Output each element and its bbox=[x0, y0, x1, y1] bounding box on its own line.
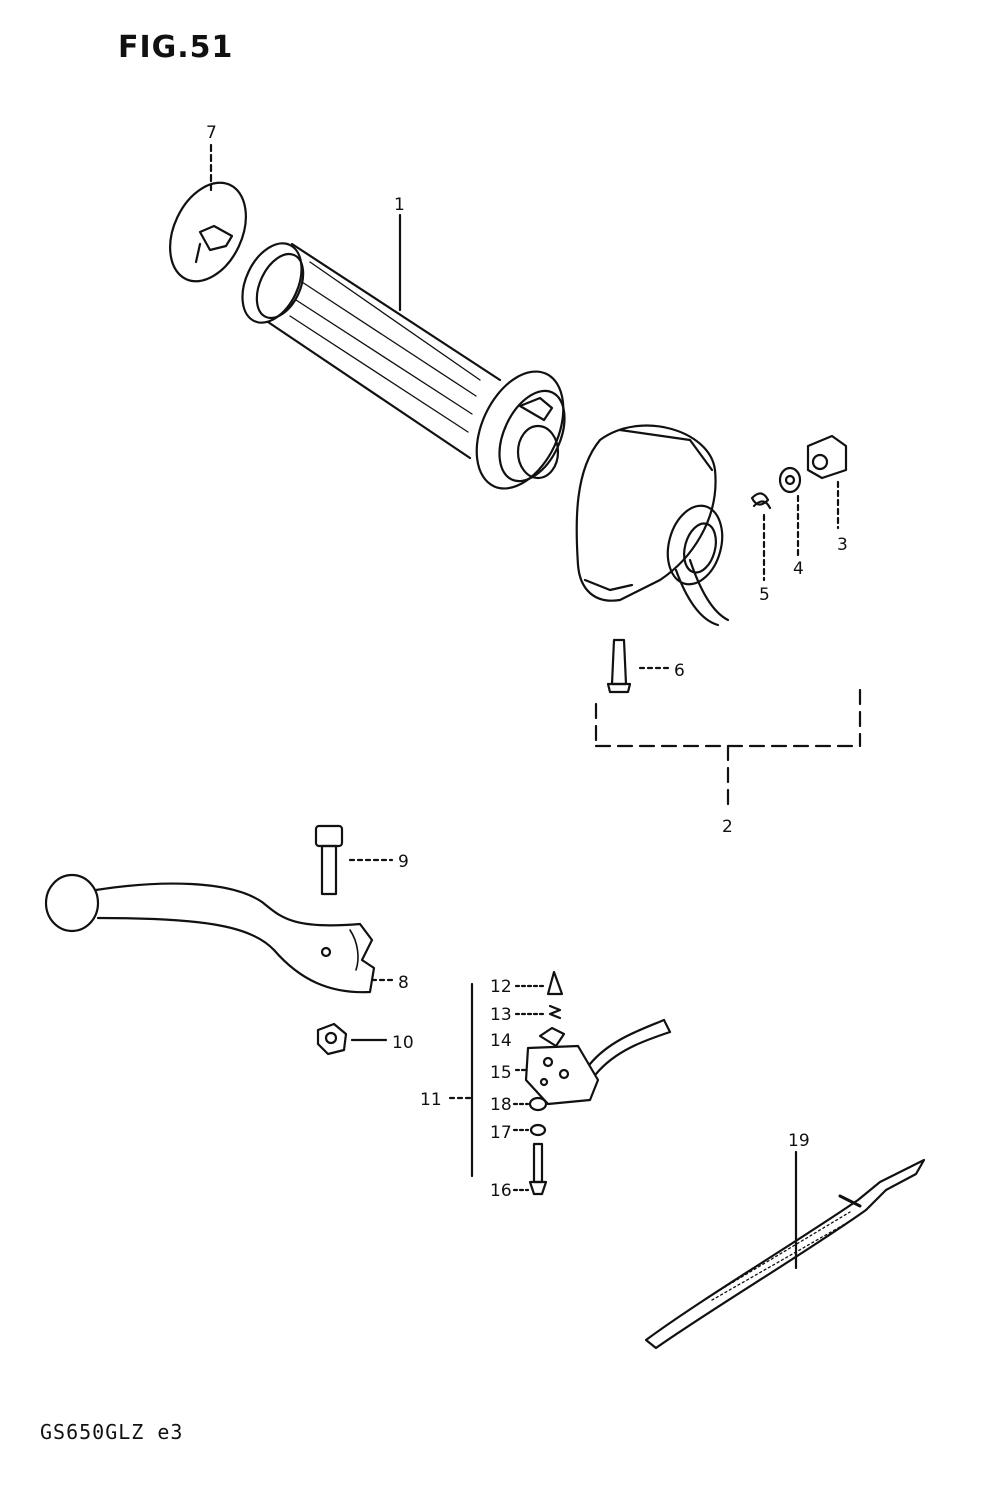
callout-15: 15 bbox=[490, 1063, 512, 1083]
callout-17: 17 bbox=[490, 1123, 512, 1143]
switch-body-part-15 bbox=[524, 1018, 672, 1106]
pivot-bolt-part-9 bbox=[314, 824, 344, 896]
screw-part-16 bbox=[528, 1142, 548, 1196]
callout-13: 13 bbox=[490, 1005, 512, 1025]
callout-8: 8 bbox=[398, 973, 409, 993]
callout-4: 4 bbox=[793, 559, 804, 579]
callout-19: 19 bbox=[788, 1131, 810, 1151]
callout-16: 16 bbox=[490, 1181, 512, 1201]
switch-part-14 bbox=[538, 1026, 566, 1048]
callout-14: 14 bbox=[490, 1031, 512, 1051]
throttle-grip-part-1 bbox=[241, 242, 566, 490]
assembly-bracket-2 bbox=[594, 688, 862, 814]
washer-part-4 bbox=[778, 466, 802, 494]
brake-lever-part-8 bbox=[44, 873, 376, 994]
callout-6: 6 bbox=[674, 661, 685, 681]
end-cap-part-7 bbox=[169, 181, 247, 283]
callout-10: 10 bbox=[392, 1033, 414, 1053]
screw-part-6 bbox=[606, 638, 632, 694]
assembly-bracket-11 bbox=[448, 982, 474, 1178]
cap-part-12 bbox=[546, 970, 564, 996]
switch-plug-part-3 bbox=[806, 434, 848, 480]
switch-housing-part-2 bbox=[575, 424, 730, 627]
callout-9: 9 bbox=[398, 852, 409, 872]
callout-3: 3 bbox=[837, 535, 848, 555]
washer-part-18 bbox=[528, 1096, 548, 1112]
spring-part-5 bbox=[750, 492, 772, 510]
callout-2: 2 bbox=[722, 817, 733, 837]
callout-18: 18 bbox=[490, 1095, 512, 1115]
callout-12: 12 bbox=[490, 977, 512, 997]
cable-strap-part-19 bbox=[644, 1158, 926, 1350]
figure-title: FIG.51 bbox=[118, 30, 234, 65]
callout-labels: 7 1 3 4 5 6 2 9 8 10 11 12 13 14 15 18 1… bbox=[206, 123, 848, 1201]
callout-1: 1 bbox=[394, 195, 405, 215]
callout-7: 7 bbox=[206, 123, 217, 143]
spring-part-13 bbox=[548, 1004, 562, 1020]
washer-part-17 bbox=[529, 1123, 547, 1137]
nut-part-10 bbox=[316, 1022, 348, 1056]
model-code: GS650GLZ e3 bbox=[40, 1420, 184, 1444]
callout-5: 5 bbox=[759, 585, 770, 605]
callout-11: 11 bbox=[420, 1090, 442, 1110]
